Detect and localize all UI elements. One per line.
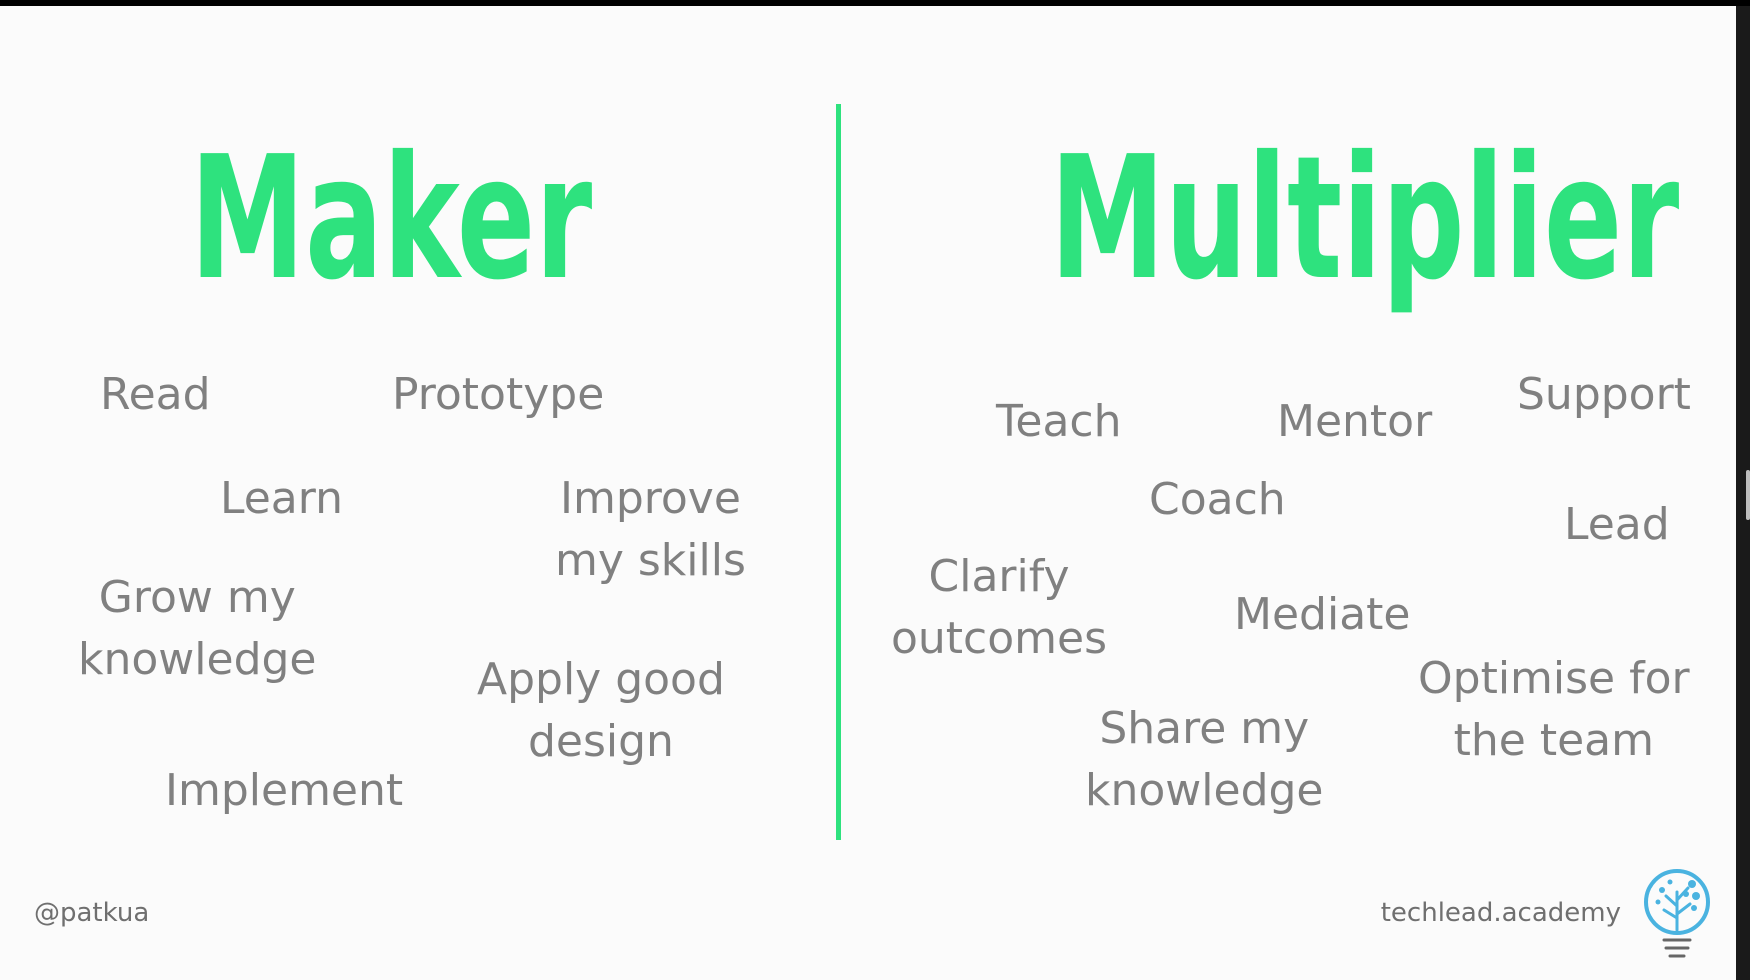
word-implement-text: Implement bbox=[165, 765, 404, 816]
word-support: Support bbox=[1517, 364, 1691, 426]
word-prototype: Prototype bbox=[392, 364, 604, 426]
word-clarify-outcomes: Clarify outcomes bbox=[891, 546, 1107, 670]
word-improve-line-1: Improve bbox=[559, 473, 741, 524]
word-mentor-text: Mentor bbox=[1277, 396, 1433, 447]
scrollbar-thumb[interactable] bbox=[1746, 470, 1750, 520]
word-grow-line-1: Grow my bbox=[98, 572, 296, 623]
word-apply-line-2: design bbox=[527, 716, 674, 767]
word-share-line-2: knowledge bbox=[1085, 765, 1324, 816]
word-clarify-line-1: Clarify bbox=[928, 551, 1070, 602]
word-optimise-for-the-team: Optimise for the team bbox=[1418, 648, 1690, 772]
word-mentor: Mentor bbox=[1277, 391, 1432, 453]
site-url: techlead.academy bbox=[1380, 898, 1621, 928]
maker-heading: Maker bbox=[190, 120, 593, 318]
word-improve-line-2: my skills bbox=[555, 535, 746, 586]
word-lead-text: Lead bbox=[1564, 499, 1670, 550]
word-read-text: Read bbox=[100, 369, 211, 420]
word-support-text: Support bbox=[1517, 369, 1691, 420]
word-teach-text: Teach bbox=[996, 396, 1122, 447]
word-apply-line-1: Apply good bbox=[477, 654, 725, 705]
scrollbar[interactable] bbox=[1736, 6, 1750, 980]
word-coach-text: Coach bbox=[1149, 474, 1286, 525]
word-teach: Teach bbox=[996, 391, 1122, 453]
multiplier-heading: Multiplier bbox=[1050, 120, 1680, 318]
author-handle: @patkua bbox=[34, 898, 150, 928]
word-optimise-line-1: Optimise for bbox=[1418, 653, 1690, 704]
word-mediate: Mediate bbox=[1234, 584, 1410, 646]
word-share-line-1: Share my bbox=[1099, 703, 1310, 754]
word-share-my-knowledge: Share my knowledge bbox=[1085, 698, 1324, 822]
word-lead: Lead bbox=[1564, 494, 1670, 556]
word-apply-good-design: Apply good design bbox=[477, 649, 725, 773]
word-clarify-line-2: outcomes bbox=[891, 613, 1108, 664]
lightbulb-tree-icon bbox=[1644, 869, 1710, 958]
word-learn-text: Learn bbox=[220, 473, 343, 524]
word-grow-my-knowledge: Grow my knowledge bbox=[78, 567, 317, 691]
word-read: Read bbox=[100, 364, 211, 426]
word-coach: Coach bbox=[1149, 469, 1286, 531]
word-optimise-line-2: the team bbox=[1453, 715, 1654, 766]
word-implement: Implement bbox=[165, 760, 403, 822]
word-learn: Learn bbox=[220, 468, 343, 530]
column-divider bbox=[836, 104, 841, 840]
word-prototype-text: Prototype bbox=[392, 369, 605, 420]
word-improve-my-skills: Improve my skills bbox=[555, 468, 746, 592]
word-mediate-text: Mediate bbox=[1234, 589, 1411, 640]
word-grow-line-2: knowledge bbox=[78, 634, 317, 685]
slide: Maker Multiplier Read Prototype Learn Im… bbox=[0, 6, 1736, 980]
